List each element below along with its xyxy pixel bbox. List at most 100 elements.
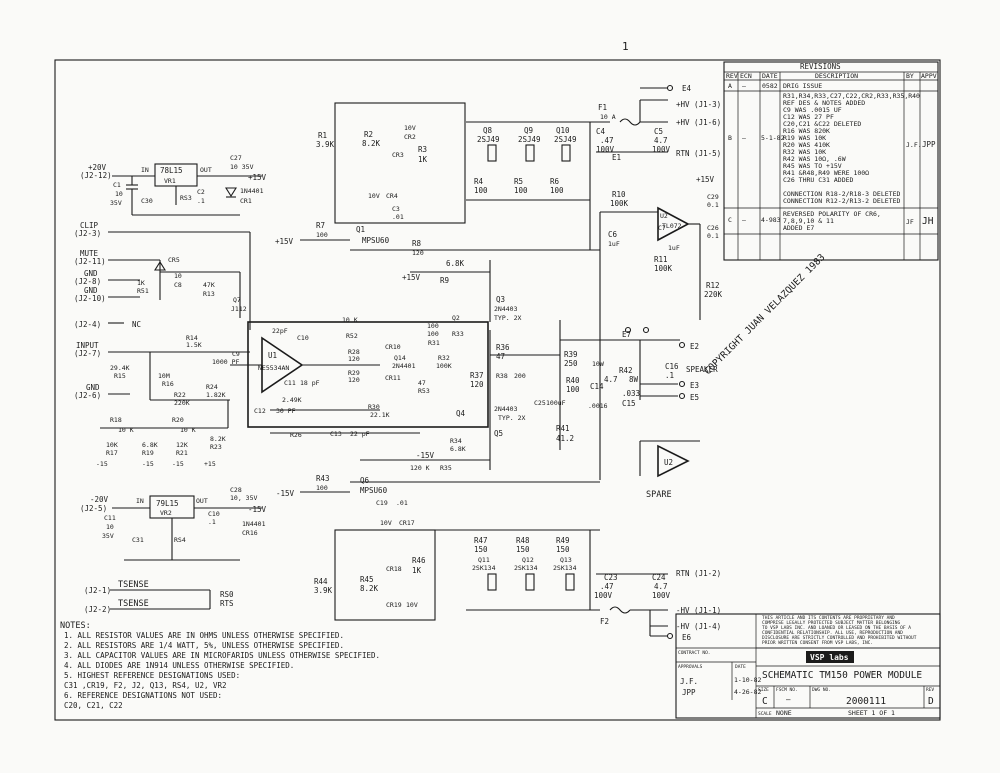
u2-dc-servo-section: R10 100K C6 1uF C7 1uF R11 100K U2 TL072… (599, 175, 723, 480)
r7-label: R7 (316, 221, 325, 230)
rs3-label: RS3 (180, 194, 192, 202)
cr4-label: CR4 (386, 192, 398, 200)
c23-label: C23 (604, 573, 618, 582)
c28-value: 10, 35V (230, 494, 257, 502)
clip-label: CLIP (80, 221, 99, 230)
revisions-table: REVISIONS REV ECN DATE DESCRIPTION BY AP… (723, 61, 939, 261)
c23-voltage: 100V (594, 591, 613, 600)
c12-label: C12 (254, 407, 266, 415)
rev-col-ecn: ECN (740, 72, 752, 80)
r7-value: 100 (316, 231, 328, 239)
c1-label: C1 (113, 181, 121, 189)
cr4-value: 10V (368, 192, 380, 200)
q14-label: Q14 (394, 354, 406, 362)
r44-label: R44 (314, 577, 328, 586)
r45-label: R45 (360, 575, 374, 584)
gnd3-label: GND (86, 383, 100, 392)
rtn-j1-2-label: RTN (J1-2) (676, 569, 721, 578)
r43-label: R43 (316, 474, 330, 483)
r42-wattage: 8W (629, 375, 639, 384)
proprietary-line: CONFIDENTIAL RELATIONSHIP. ALL USE, REPR… (762, 630, 903, 636)
q11-part: 2SK134 (472, 564, 496, 572)
proprietary-line: PRIOR WRITTEN CONSENT FROM VSP LABS, INC… (762, 640, 873, 646)
bias-minus15: -15V (416, 451, 435, 460)
q7-part: J112 (231, 305, 247, 313)
r9-value: 6.8K (446, 259, 465, 268)
title-block: THIS ARTICLE AND ITS CONTENTS ARE PROPRI… (675, 613, 941, 719)
cr2-label: CR2 (404, 133, 416, 141)
c11-label: C11 (104, 514, 116, 522)
note-item: C31 ,CR19, F2, J2, Q13, RS4, U2, VR2 (64, 681, 227, 690)
cr16-label: CR16 (242, 529, 258, 537)
rs4-label: RS4 (174, 536, 186, 544)
minus20v-pin: (J2-5) (80, 504, 107, 513)
gnd1-pin: (J2-8) (74, 277, 101, 286)
tsense2-label: TSENSE (118, 599, 149, 609)
input-label: INPUT (76, 341, 99, 350)
rev-b-ecn: — (742, 134, 746, 142)
proprietary-line: TO VSP LABS INC. AND LOANED OR LEASED ON… (762, 625, 911, 631)
rev-a-ecn: — (742, 82, 746, 90)
tsense1-pin: (J2-1) (84, 586, 111, 595)
q3-label: Q3 (496, 295, 505, 304)
c19-label: C19 (376, 499, 388, 507)
c4-voltage: 100V (596, 145, 615, 154)
c2-label: C2 (197, 188, 205, 196)
dwg-label: DWG NO. (812, 687, 831, 693)
trim-minus15-a: -15 (96, 460, 108, 468)
rev-c-desc-line: 7,8,9,10 & 11 (783, 217, 834, 225)
c11-voltage: 35V (102, 532, 114, 540)
rev-b-desc-line: R31,R34,R33,C27,C22,CR2,R33,R35,R40 (783, 92, 920, 100)
r14-value: 1.5K (186, 341, 202, 349)
rtn-j1-5-label: RTN (J1-5) (676, 149, 721, 158)
r12-value: 220K (704, 290, 723, 299)
bias-plus15: +15V (402, 273, 421, 282)
rev-b-desc-line: C20,C21 &C22 DELETED (783, 120, 861, 128)
r10-label: R10 (612, 190, 626, 199)
cr19-value: 10V (406, 601, 418, 609)
rev-b-desc-line: REF DES & NOTES ADDED (783, 99, 865, 107)
cr17-value: 10V (380, 519, 392, 527)
r2-value: 8.2K (362, 139, 381, 148)
u2-plus15: +15V (696, 175, 715, 184)
c4-value: .47 (600, 136, 614, 145)
c4-label: C4 (596, 127, 606, 136)
offset-trim-section: R18 10 K 10K R17 6.8K R19 10 K R20 12K R… (96, 400, 229, 468)
rev-b-rev: B (728, 134, 732, 142)
r48-value: 150 (516, 545, 530, 554)
c10b-label: C10 (297, 334, 309, 342)
nc-pin: (J2-4) (74, 320, 101, 329)
q10-label: Q10 (556, 126, 570, 135)
gnd3-pin: (J2-6) (74, 391, 101, 400)
q1-part: MPSU60 (362, 236, 390, 245)
gnd2-label: GND (84, 286, 98, 295)
note-item: 2. ALL RESISTORS ARE 1/4 WATT, 5%, UNLES… (64, 641, 344, 650)
rev-b-appv: JPP (922, 140, 936, 149)
e2-label: E2 (690, 342, 699, 351)
speaker-label: SPEAKER (686, 365, 718, 374)
r6-value: 100 (550, 186, 564, 195)
tsense-section: (J2-1) TSENSE (J2-2) TSENSE RS0 RTS (84, 580, 234, 614)
rs0-part: RTS (220, 599, 234, 608)
q6-minus15: -15V (276, 489, 295, 498)
c27-value: 10 35V (230, 163, 254, 171)
tsense1-label: TSENSE (118, 580, 149, 590)
c2-value: .1 (197, 197, 205, 205)
hv-j1-6-label: +HV (J1-6) (676, 118, 721, 127)
r24-label: R24 (206, 383, 218, 391)
r5-label: R5 (514, 177, 523, 186)
r52-value: 10 K (342, 316, 358, 324)
c6-value: 1uF (608, 240, 620, 248)
q5-label: Q5 (494, 429, 503, 438)
rev-c-desc-line: REVERSED POLARITY OF CR6, (783, 210, 881, 218)
size-label: SIZE (758, 687, 769, 693)
c24-label: C24 (652, 573, 666, 582)
cr19-label: CR19 (386, 601, 402, 609)
r24-value: 1.82K (206, 391, 226, 399)
note-item: C20, C21, C22 (64, 701, 123, 710)
c25-value: 100uF (546, 399, 566, 407)
r31-label: R31 (428, 339, 440, 347)
vr1-in: IN (141, 166, 149, 174)
r26-label: R26 (290, 431, 302, 439)
r35-label: R35 (440, 464, 452, 472)
